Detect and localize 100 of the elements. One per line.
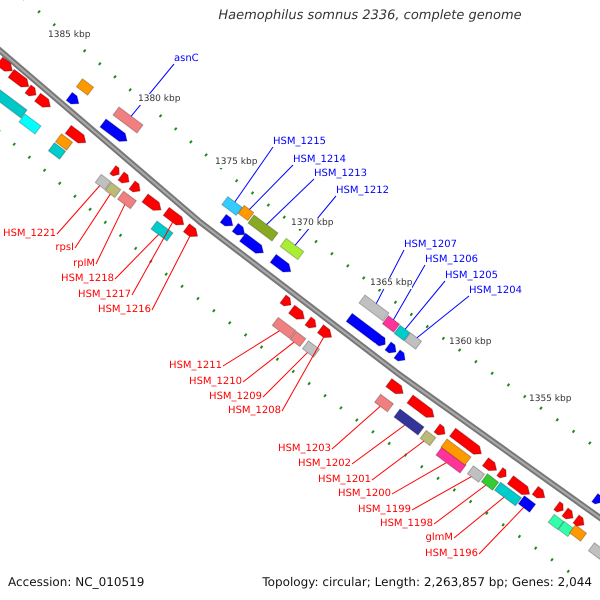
leader-line — [434, 484, 486, 524]
leader-line — [262, 352, 308, 398]
map-title: Haemophilus somnus 2336, complete genome — [218, 9, 522, 23]
gene-feature — [34, 92, 52, 108]
gene-feature — [112, 106, 144, 134]
gene-feature — [394, 324, 410, 342]
gene-feature — [109, 164, 120, 177]
scale-label: 1385 kbp — [48, 30, 90, 41]
gene-feature — [128, 180, 141, 193]
gene-feature — [384, 341, 397, 354]
gene-feature — [238, 204, 254, 222]
gene-feature — [116, 190, 138, 210]
leader-line — [132, 222, 174, 296]
gene-feature — [280, 238, 304, 260]
gene-feature — [316, 324, 332, 338]
leader-line — [393, 264, 426, 320]
gene-label: HSM_1212 — [336, 184, 389, 198]
gene-feature — [433, 423, 446, 436]
gene-feature — [553, 500, 564, 513]
gene-label: HSM_1202 — [298, 457, 351, 471]
gene-feature — [420, 430, 436, 446]
gene-feature — [518, 495, 536, 513]
gene-feature — [162, 206, 184, 226]
gene-feature — [568, 524, 588, 542]
leader-line — [114, 234, 159, 280]
gene-feature — [290, 330, 306, 348]
gene-feature — [480, 473, 500, 491]
gene-label: HSM_1203 — [278, 442, 331, 456]
gene-feature — [238, 232, 264, 254]
gene-feature — [548, 514, 564, 530]
gene-feature — [482, 457, 498, 472]
gene-label: HSM_1216 — [98, 303, 151, 317]
gene-label: HSM_1210 — [189, 375, 242, 389]
leader-line — [222, 330, 280, 366]
scale-label: 1360 kbp — [449, 337, 492, 348]
gene-label: glmM — [426, 531, 453, 545]
gene-feature — [104, 182, 122, 198]
gene-feature — [66, 92, 80, 104]
gene-feature — [117, 171, 130, 184]
scale-label: 1355 kbp — [529, 394, 572, 405]
gene-feature — [532, 486, 546, 498]
gene-label: HSM_1213 — [314, 167, 367, 181]
gene-feature — [385, 378, 404, 394]
gene-feature — [382, 315, 400, 333]
gene-feature — [506, 475, 530, 496]
gene-feature — [404, 332, 422, 350]
gene-label: HSM_1200 — [338, 487, 391, 501]
gene-feature — [591, 492, 600, 505]
gene-feature — [99, 118, 128, 142]
gene-feature — [393, 408, 425, 436]
gene-feature — [440, 438, 472, 466]
scale-label: 1380 kbp — [138, 94, 180, 105]
gene-feature — [558, 520, 574, 538]
gene-label: rplM — [73, 257, 95, 271]
leader-line — [249, 164, 294, 210]
gene-feature — [496, 466, 507, 479]
gene-label: HSM_1196 — [425, 547, 478, 561]
gene-feature — [406, 394, 435, 418]
leader-line — [412, 476, 472, 510]
gene-feature — [141, 193, 162, 211]
gene-feature — [8, 68, 30, 88]
gene-feature — [494, 482, 522, 506]
accession-note: Accession: NC_010519 — [8, 575, 144, 589]
gene-label: HSM_1221 — [3, 227, 56, 241]
gene-feature — [374, 394, 394, 412]
gene-feature — [232, 222, 246, 236]
gene-label: HSM_1209 — [209, 390, 262, 404]
gene-feature — [54, 133, 74, 151]
gene-label: HSM_1214 — [293, 153, 346, 167]
gene-feature — [466, 465, 486, 483]
leader-line — [96, 204, 126, 264]
gene-feature — [358, 294, 390, 322]
gene-label: HSM_1201 — [318, 473, 371, 487]
gene-feature — [346, 312, 384, 344]
leader-line — [234, 146, 274, 202]
gene-feature — [64, 124, 86, 144]
leader-line — [392, 462, 447, 494]
scale-label: 1375 kbp — [215, 157, 258, 168]
gene-feature — [375, 334, 386, 347]
gene-feature — [288, 304, 306, 320]
gene-feature — [76, 78, 94, 96]
gene-label: HSM_1198 — [380, 517, 433, 531]
leader-line — [282, 336, 324, 412]
scale-label: 1370 kbp — [291, 218, 334, 229]
gene-label: HSM_1218 — [61, 272, 114, 286]
genome-summary: Topology: circular; Length: 2,263,857 bp; Genes: 2,044 — [262, 575, 592, 589]
gene-feature — [94, 174, 112, 190]
gene-feature — [48, 142, 66, 160]
gene-label: HSM_1206 — [425, 253, 478, 267]
gene-label: HSM_1217 — [78, 288, 131, 302]
gene-feature — [393, 349, 406, 362]
gene-feature — [448, 428, 482, 455]
gene-label: HSM_1207 — [404, 238, 457, 252]
leader-line — [416, 296, 470, 338]
gene-feature — [588, 542, 600, 560]
gene-label: asnC — [174, 52, 199, 66]
gene-feature — [220, 214, 234, 226]
gene-feature — [182, 223, 198, 238]
leader-line — [404, 280, 446, 330]
leader-line — [74, 194, 111, 248]
